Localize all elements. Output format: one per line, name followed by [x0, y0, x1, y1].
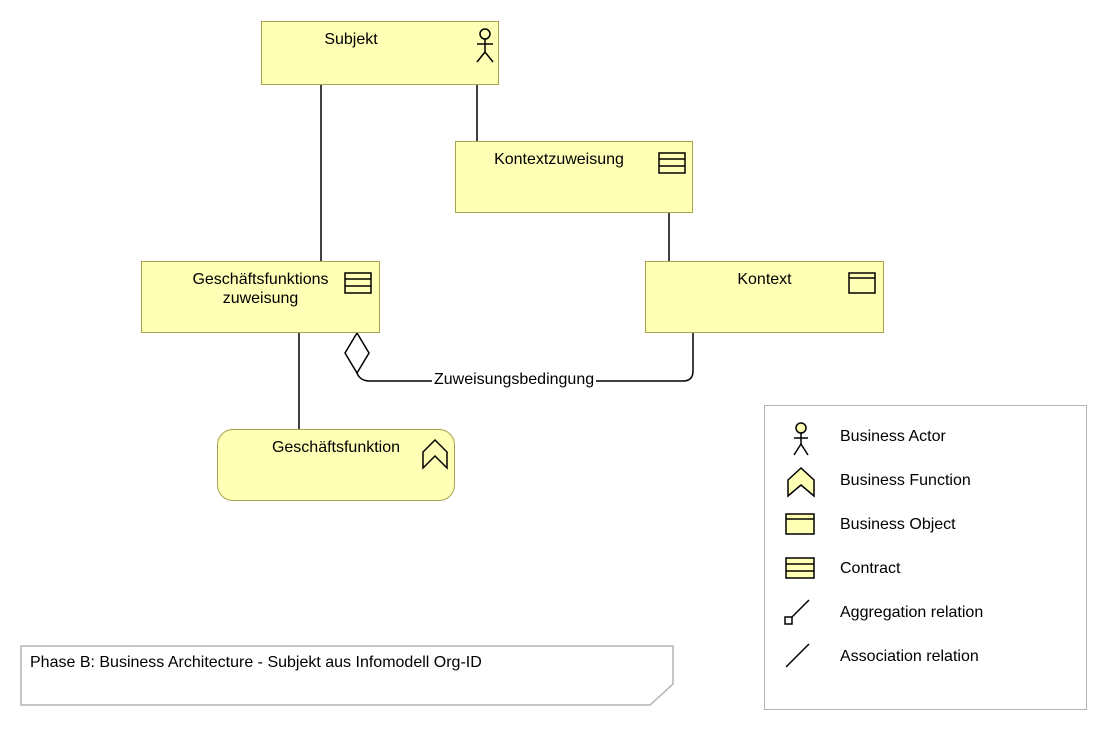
node-kontextzuweisung-label: Kontextzuweisung: [494, 151, 624, 168]
node-subjekt[interactable]: Subjekt: [261, 21, 499, 85]
contract-icon: [658, 152, 686, 174]
legend-label: Business Function: [840, 472, 971, 489]
legend-item-association-relation: Association relation: [779, 642, 1079, 672]
legend-item-business-actor: Business Actor: [779, 422, 1079, 456]
business-object-icon: [785, 513, 815, 535]
business-object-icon: [848, 272, 876, 294]
association-relation-icon: [785, 643, 810, 668]
aggregation-gfzuweisung-kontext[interactable]: [356, 333, 694, 382]
legend-item-contract: Contract: [779, 554, 1079, 584]
aggregation-relation-icon: [784, 599, 810, 625]
node-kontext[interactable]: Kontext: [645, 261, 884, 333]
legend-item-aggregation-relation: Aggregation relation: [779, 598, 1079, 628]
node-geschaeftsfunktionszuweisung-label: Geschäftsfunktions zuweisung: [192, 271, 329, 307]
node-geschaeftsfunktion[interactable]: Geschäftsfunktion: [217, 429, 455, 501]
contract-icon: [785, 557, 815, 579]
node-geschaeftsfunktionszuweisung[interactable]: Geschäftsfunktions zuweisung: [141, 261, 380, 333]
legend-label: Contract: [840, 560, 901, 577]
legend-label: Aggregation relation: [840, 604, 984, 621]
business-actor-icon: [793, 422, 809, 456]
note-frame: [20, 645, 674, 706]
node-subjekt-label: Subjekt: [324, 31, 378, 48]
connection-label: Zuweisungsbedingung: [432, 371, 597, 389]
business-function-icon: [787, 466, 815, 498]
node-kontextzuweisung[interactable]: Kontextzuweisung: [455, 141, 693, 213]
note-text: Phase B: Business Architecture - Subjekt…: [30, 654, 482, 671]
node-geschaeftsfunktion-label: Geschäftsfunktion: [271, 439, 401, 456]
node-kontext-label: Kontext: [737, 271, 792, 288]
legend: Business Actor Business Function Busines…: [764, 405, 1087, 710]
aggregation-diamond: [344, 331, 370, 375]
business-actor-icon: [476, 28, 494, 63]
business-function-icon: [422, 438, 448, 470]
legend-label: Association relation: [840, 648, 979, 665]
legend-label: Business Object: [840, 516, 956, 533]
contract-icon: [344, 272, 372, 294]
legend-item-business-object: Business Object: [779, 510, 1079, 540]
legend-item-business-function: Business Function: [779, 466, 1079, 498]
legend-label: Business Actor: [840, 428, 946, 445]
